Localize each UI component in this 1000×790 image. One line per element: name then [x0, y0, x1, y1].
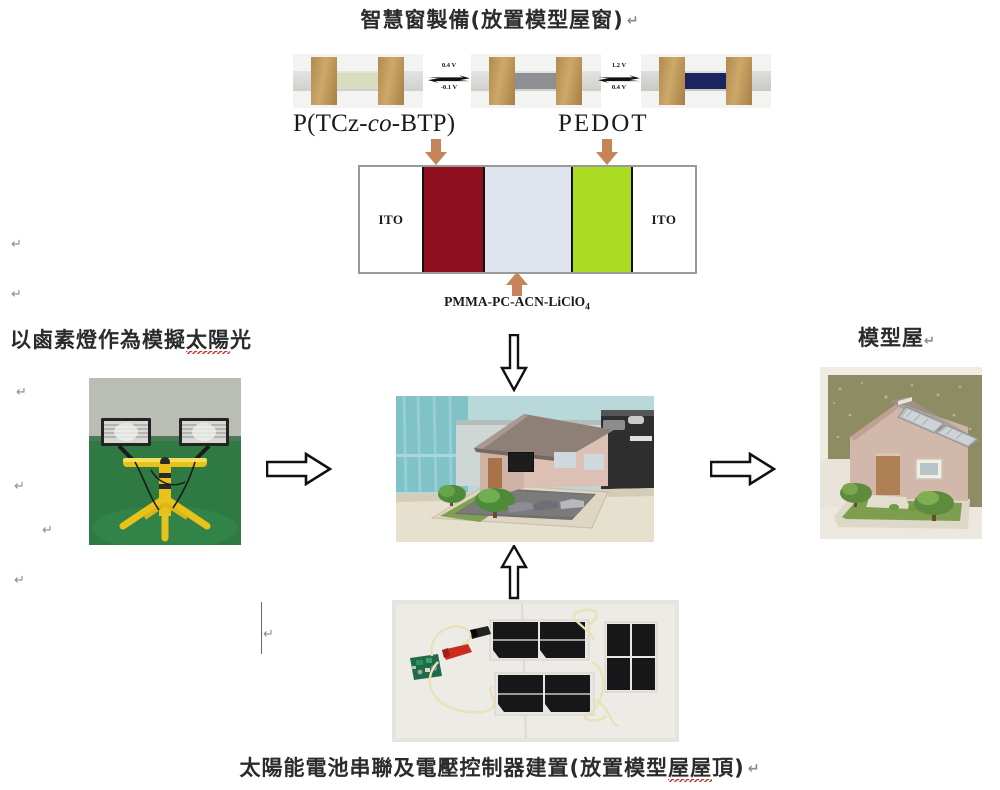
reverse-voltage-2: 0.4 V — [611, 84, 627, 91]
flow-arrow-right-lamp-to-house — [266, 452, 332, 486]
electrolyte-label-text: PMMA-PC-ACN-LiClO — [444, 294, 586, 309]
right-caption-text: 模型屋 — [858, 326, 924, 350]
flow-arrow-right-house-to-model — [710, 452, 776, 486]
ito-label-left: ITO — [378, 211, 404, 227]
right-caption-model-house: 模型屋↵ — [858, 322, 936, 352]
brown-arrow-to-red-layer — [425, 139, 447, 165]
reverse-voltage-1: -0.1 V — [440, 84, 458, 91]
margin-pilcrow-6: ↵ — [14, 573, 25, 588]
electrochromic-device-strip: 0.4 V -0.1 V 1.2 V 0.4 V — [293, 54, 771, 108]
stack-layer-electrolyte — [485, 167, 571, 272]
voltage-arrow-pair-1: 0.4 V -0.1 V — [425, 62, 473, 96]
left-caption-light-source: 以鹵素燈作為模擬太陽光 — [10, 324, 252, 356]
bottom-caption: 太陽能電池串聯及電壓控制器建置(放置模型屋屋頂)↵ — [0, 752, 1000, 784]
equilibrium-arrow-icon — [598, 75, 640, 83]
pilcrow-icon: ↵ — [626, 13, 640, 29]
model-house-photo — [396, 396, 654, 542]
brown-arrow-to-electrolyte — [506, 272, 528, 296]
page-title: 智慧窗製備(放置模型屋窗)↵ — [0, 4, 1000, 34]
polymer-left-prefix: P(TCz- — [293, 110, 368, 137]
page-title-text: 智慧窗製備(放置模型屋窗) — [360, 8, 624, 32]
polymer-name-row: P(TCz-co-BTP) PEDOT — [293, 110, 763, 140]
electrolyte-subscript: 4 — [585, 302, 590, 313]
equilibrium-arrow-icon — [428, 75, 470, 83]
margin-pilcrow-5: ↵ — [42, 523, 53, 538]
text-cursor[interactable] — [261, 602, 262, 654]
halogen-lamp-photo — [89, 378, 241, 545]
stack-layer-ito-right: ITO — [633, 167, 695, 272]
margin-pilcrow-1: ↵ — [11, 237, 22, 252]
electrochromic-state-intermediate — [471, 54, 601, 108]
margin-pilcrow-4: ↵ — [14, 479, 25, 494]
forward-voltage-1: 0.4 V — [441, 62, 457, 69]
stack-layer-ito-left: ITO — [360, 167, 422, 272]
voltage-arrow-pair-2: 1.2 V 0.4 V — [595, 62, 643, 96]
device-stack-diagram: ITO ITO — [358, 165, 697, 274]
electrochromic-state-bleached — [293, 54, 423, 108]
polymer-name-left: P(TCz-co-BTP) — [293, 110, 455, 138]
pilcrow-icon: ↵ — [924, 334, 936, 349]
margin-pilcrow-3: ↵ — [16, 385, 27, 400]
pilcrow-icon: ↵ — [747, 761, 761, 777]
solar-panel-array-photo — [392, 600, 679, 742]
flow-arrow-down-stack-to-house — [500, 334, 528, 392]
polymer-name-right: PEDOT — [558, 110, 649, 137]
margin-pilcrow-7: ↵ — [263, 627, 274, 642]
flow-arrow-up-solar-to-house — [500, 545, 528, 600]
brown-arrow-to-green-layer — [596, 139, 618, 165]
forward-voltage-2: 1.2 V — [611, 62, 627, 69]
margin-pilcrow-2: ↵ — [11, 287, 22, 302]
model-house-with-solar-photo — [820, 367, 982, 539]
electrolyte-label: PMMA-PC-ACN-LiClO4 — [400, 294, 634, 313]
polymer-left-italic: co — [367, 110, 392, 137]
polymer-left-suffix: -BTP) — [391, 110, 456, 137]
stack-layer-ptcz-co-btp — [422, 167, 485, 272]
electrochromic-state-colored — [641, 54, 771, 108]
stack-layer-pedot — [571, 167, 633, 272]
ito-label-right: ITO — [651, 211, 677, 227]
